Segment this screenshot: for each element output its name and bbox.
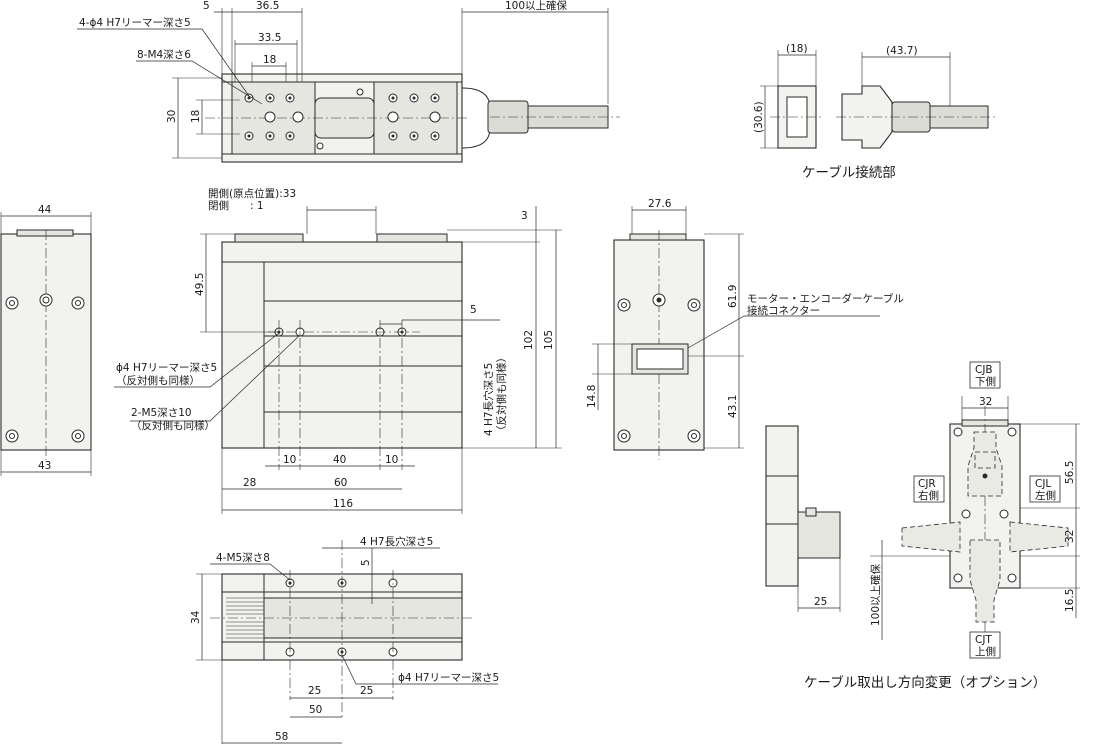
dim-18-top: 18 [263, 54, 276, 66]
dim-27-6: 27.6 [648, 198, 672, 210]
stroke-closed-label: 閉側 : 1 [208, 199, 264, 212]
note-reamer-bottom: ϕ4 H7リーマー深さ5 [398, 672, 499, 684]
dim-105: 105 [543, 330, 555, 350]
dim-5-bottom: 5 [360, 559, 372, 566]
connector-label-1: モーター・エンコーダーケーブル [747, 292, 904, 305]
note-reamer-front-2: （反対側も同様） [116, 374, 200, 387]
label-cjt: CJT [975, 634, 992, 646]
label-cjb-sub: 下側 [975, 375, 996, 388]
dim-option-25: 25 [814, 596, 827, 608]
cable-connection-detail: (18) (30.6) (43.7) ケーブル接続部 [753, 43, 998, 181]
dim-61-9: 61.9 [727, 285, 739, 308]
left-side-view: 44 43 [0, 204, 92, 476]
note-slot-front-2: （反対側も同様） [495, 352, 508, 436]
dim-32-side: 32 [1064, 530, 1076, 543]
dim-option-clearance: 100以上確保 [869, 563, 882, 626]
label-cjb: CJB [975, 364, 993, 376]
option-side-view: 25 [765, 425, 841, 612]
note-m5-front-1: 2-M5深さ10 [131, 407, 192, 419]
note-slot-front-1: 4 H7長穴深さ5 [482, 363, 495, 436]
route-cjr [901, 521, 961, 553]
note-reamer-front-1: ϕ4 H7リーマー深さ5 [116, 362, 217, 374]
dim-58: 58 [275, 731, 288, 743]
dim-10-b: 10 [385, 454, 398, 466]
dim-43-1: 43.1 [727, 395, 739, 418]
dim-49-5: 49.5 [194, 273, 206, 296]
dim-3: 3 [521, 210, 528, 222]
stroke-open-label: 開側(原点位置):33 [208, 187, 296, 200]
label-cjr-sub: 右側 [918, 489, 939, 502]
dim-40: 40 [333, 454, 346, 466]
dim-10-a: 10 [283, 454, 296, 466]
right-side-view: 27.6 61.9 43.1 14.8 モーター・エンコーダーケーブル 接続コネ… [586, 198, 904, 460]
dim-5-front: 5 [470, 304, 477, 316]
front-view: 開側(原点位置):33 閉側 : 1 3 102 105 49.5 5 10 4… [114, 187, 562, 514]
route-cjl [1009, 521, 1069, 553]
option-front-view: 32 56.5 32 16.5 100以上確保 CJB 下側 CJR 右側 CJ… [804, 361, 1080, 691]
note-m5-bottom: 4-M5深さ8 [216, 552, 270, 564]
top-view: 5 36.5 33.5 18 100以上確保 30 18 4-ϕ4 H7リーマー… [77, 0, 620, 163]
bottom-view: 34 5 25 25 50 58 4-M5深さ8 4 H7長穴深さ5 ϕ4 H7… [190, 535, 499, 744]
dim-28: 28 [243, 477, 256, 489]
dim-14-8: 14.8 [586, 385, 598, 408]
dim-44: 44 [38, 204, 52, 216]
note-reamer-top: 4-ϕ4 H7リーマー深さ5 [79, 17, 191, 29]
dim-30: 30 [166, 110, 178, 123]
note-m4: 8-M4深さ6 [137, 49, 191, 61]
dim-34: 34 [190, 610, 202, 624]
dim-cable-18: (18) [786, 43, 808, 55]
dim-5-top: 5 [203, 0, 210, 12]
dim-60: 60 [334, 477, 347, 489]
dim-16-5: 16.5 [1064, 589, 1076, 612]
label-cjr: CJR [918, 478, 936, 490]
note-slot-bottom: 4 H7長穴深さ5 [360, 535, 433, 548]
route-cjt [969, 539, 1001, 623]
dim-25-b: 25 [360, 685, 373, 697]
note-m5-front-2: （反対側も同様） [131, 419, 215, 432]
label-cjt-sub: 上側 [975, 645, 996, 658]
label-cjl-sub: 左側 [1035, 489, 1056, 502]
dim-43: 43 [38, 460, 51, 472]
dim-50: 50 [309, 704, 322, 716]
caption-cable-exit-option: ケーブル取出し方向変更（オプション） [804, 674, 1046, 691]
option-side-connector [797, 511, 841, 559]
label-cjl: CJL [1035, 478, 1051, 490]
dim-36-5: 36.5 [256, 0, 279, 12]
dim-56-5: 56.5 [1064, 461, 1076, 484]
dim-18-side: 18 [190, 110, 202, 123]
dim-cable-30-6: (30.6) [753, 101, 765, 133]
option-side-body [765, 425, 799, 587]
dim-option-32-top: 32 [979, 396, 992, 408]
dim-116: 116 [333, 498, 353, 510]
front-view-body [221, 241, 463, 449]
dim-cable-43-7: (43.7) [886, 45, 918, 57]
dim-25-a: 25 [308, 685, 321, 697]
dim-33-5: 33.5 [258, 32, 281, 44]
dim-102: 102 [523, 330, 535, 350]
connector-label-2: 接続コネクター [747, 304, 820, 317]
caption-cable-connection: ケーブル接続部 [802, 164, 896, 181]
dim-cable-clearance: 100以上確保 [505, 0, 568, 12]
